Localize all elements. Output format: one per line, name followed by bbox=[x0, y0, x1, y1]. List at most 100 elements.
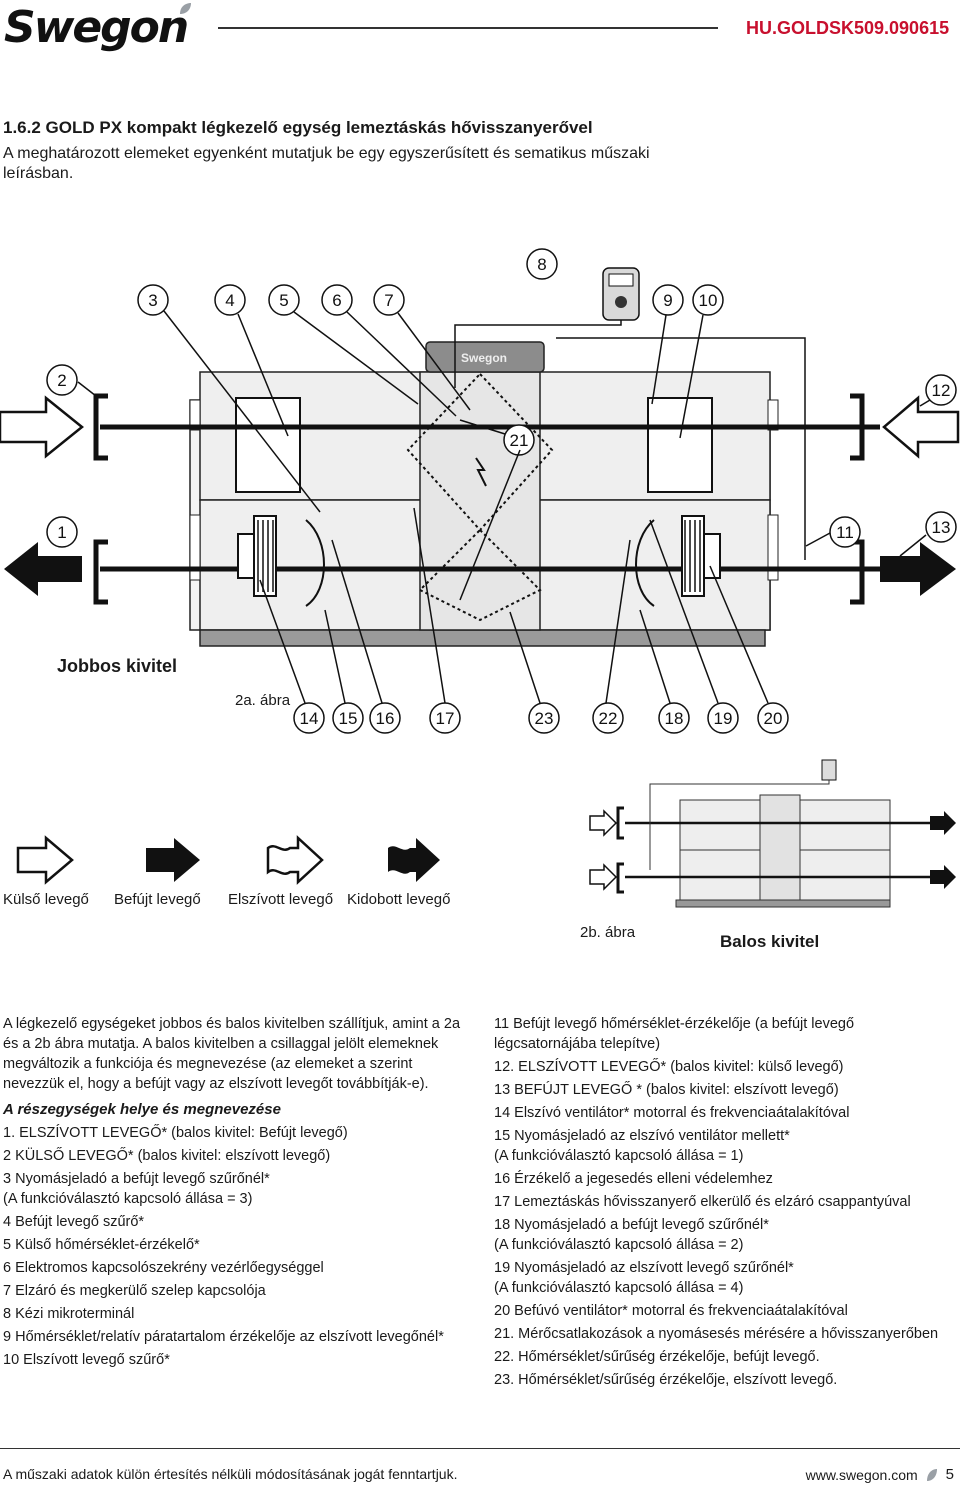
parts-list-item: 5 Külső hőmérséklet-érzékelő* bbox=[3, 1237, 200, 1253]
intro-paragraph: A légkezelő egységeket jobbos és balos k… bbox=[3, 1016, 461, 1092]
section-intro: A meghatározott elemeket egyenként mutat… bbox=[3, 145, 650, 182]
leaf-icon bbox=[180, 3, 191, 14]
svg-text:16: 16 bbox=[376, 709, 395, 728]
callout-19: 19 bbox=[707, 702, 739, 734]
svg-text:10: 10 bbox=[699, 291, 718, 310]
parts-list-item: 23. Hőmérséklet/sűrűség érzékelője, elsz… bbox=[494, 1372, 838, 1388]
callout-15: 15 bbox=[332, 702, 364, 734]
parts-list-item: 15 Nyomásjeladó az elszívó ventilátor me… bbox=[494, 1128, 790, 1164]
svg-text:1: 1 bbox=[57, 523, 66, 542]
footer-right: www.swegon.com 5 bbox=[806, 1466, 954, 1483]
svg-text:20: 20 bbox=[764, 709, 783, 728]
svg-text:21: 21 bbox=[510, 431, 529, 450]
outdoor-air-inlet-icon bbox=[0, 395, 84, 459]
parts-list-item: 10 Elszívott levegő szűrő* bbox=[3, 1352, 170, 1368]
variant-label-right: Jobbos kivitel bbox=[57, 656, 178, 676]
section-title: 1.6.2 GOLD PX kompakt légkezelő egység l… bbox=[3, 118, 593, 137]
figure-label-2b: 2b. ábra bbox=[580, 924, 636, 941]
document-code: HU.GOLDSK509.090615 bbox=[746, 18, 950, 38]
callout-14: 14 bbox=[293, 702, 325, 734]
svg-text:3: 3 bbox=[148, 291, 157, 310]
callout-22: 22 bbox=[592, 702, 624, 734]
svg-text:9: 9 bbox=[663, 291, 672, 310]
parts-list-item: 9 Hőmérséklet/relatív páratartalom érzék… bbox=[3, 1329, 444, 1345]
svg-text:15: 15 bbox=[339, 709, 358, 728]
parts-list-item: 11 Befújt levegő hőmérséklet-érzékelője … bbox=[494, 1016, 855, 1052]
parts-list-item: 7 Elzáró és megkerülő szelep kapcsolója bbox=[3, 1283, 266, 1299]
legend-extract-air-icon bbox=[266, 835, 324, 885]
parts-list-item: 14 Elszívó ventilátor* motorral és frekv… bbox=[494, 1105, 850, 1121]
footer-disclaimer: A műszaki adatok külön értesítés nélküli… bbox=[3, 1466, 458, 1482]
leaf-icon bbox=[926, 1468, 937, 1481]
supply-air-outlet-icon bbox=[880, 542, 956, 596]
svg-text:19: 19 bbox=[714, 709, 733, 728]
unit-brand-label: Swegon bbox=[461, 351, 507, 365]
callout-16: 16 bbox=[369, 702, 401, 734]
extract-air-inlet-icon bbox=[882, 395, 960, 459]
parts-list-item: 2 KÜLSŐ LEVEGŐ* (balos kivitel: elszívot… bbox=[3, 1148, 331, 1164]
parts-list-item: 19 Nyomásjeladó az elszívott levegő szűr… bbox=[494, 1260, 794, 1296]
parts-list-item: 16 Érzékelő a jegesedés elleni védelemhe… bbox=[494, 1171, 773, 1187]
callout-1: 1 bbox=[46, 516, 78, 548]
callout-23: 23 bbox=[528, 702, 560, 734]
parts-list-item: 3 Nyomásjeladó a befújt levegő szűrőnél*… bbox=[3, 1171, 270, 1207]
parts-list-item: 20 Befúvó ventilátor* motorral és frekve… bbox=[494, 1303, 848, 1319]
callout-17: 17 bbox=[429, 702, 461, 734]
unit-diagram-2b bbox=[589, 759, 956, 908]
callout-20: 20 bbox=[757, 702, 789, 734]
callout-8: 8 bbox=[526, 248, 558, 280]
parts-list-item: 1. ELSZÍVOTT LEVEGŐ* (balos kivitel: Bef… bbox=[3, 1125, 348, 1141]
legend-exhaust-air-icon bbox=[388, 838, 440, 882]
parts-list-left: 1. ELSZÍVOTT LEVEGŐ* (balos kivitel: Bef… bbox=[3, 1123, 473, 1370]
callout-13: 13 bbox=[925, 511, 957, 543]
website-link[interactable]: www.swegon.com bbox=[805, 1466, 918, 1483]
callout-2: 2 bbox=[46, 364, 78, 396]
right-text-column: 11 Befújt levegő hőmérséklet-érzékelője … bbox=[494, 1014, 950, 1393]
svg-text:12: 12 bbox=[932, 381, 951, 400]
svg-text:14: 14 bbox=[300, 709, 319, 728]
parts-list-item: 13 BEFÚJT LEVEGŐ * (balos kivitel: elszí… bbox=[494, 1082, 839, 1098]
brand-logo: Swegon bbox=[4, 2, 189, 53]
callout-12: 12 bbox=[925, 374, 957, 406]
parts-list-item: 18 Nyomásjeladó a befújt levegő szűrőnél… bbox=[494, 1217, 769, 1253]
parts-list-item: 8 Kézi mikroterminál bbox=[3, 1306, 135, 1322]
callout-6: 6 bbox=[321, 284, 353, 316]
callout-11: 11 bbox=[829, 516, 861, 548]
variant-label-left: Balos kivitel bbox=[720, 932, 820, 951]
callout-3: 3 bbox=[137, 284, 169, 316]
legend-supply-air-icon bbox=[146, 838, 200, 882]
svg-text:13: 13 bbox=[932, 518, 951, 537]
callout-9: 9 bbox=[652, 284, 684, 316]
parts-heading: A részegységek helye és megnevezése bbox=[3, 1101, 281, 1118]
callout-4: 4 bbox=[214, 284, 246, 316]
header-rule bbox=[218, 27, 718, 29]
svg-text:18: 18 bbox=[665, 709, 684, 728]
page-number: 5 bbox=[945, 1466, 954, 1483]
svg-text:11: 11 bbox=[836, 523, 854, 542]
svg-text:2: 2 bbox=[57, 371, 66, 390]
callout-21: 21 bbox=[503, 424, 535, 456]
callout-10: 10 bbox=[692, 284, 724, 316]
parts-list-right: 11 Befújt levegő hőmérséklet-érzékelője … bbox=[494, 1014, 950, 1390]
schematic-diagram: Swegon 8 3 4 5 6 7 9 10 2 12 bbox=[0, 248, 960, 908]
svg-text:6: 6 bbox=[332, 291, 341, 310]
legend-outdoor-air-label: Külső levegő bbox=[3, 891, 89, 908]
callout-5: 5 bbox=[268, 284, 300, 316]
legend-outdoor-air-icon bbox=[16, 835, 74, 885]
legend-exhaust-air-label: Kidobott levegő bbox=[347, 891, 451, 908]
svg-text:22: 22 bbox=[599, 709, 618, 728]
legend-supply-air-label: Befújt levegő bbox=[114, 891, 201, 908]
legend-extract-air-label: Elszívott levegő bbox=[228, 891, 334, 908]
svg-text:4: 4 bbox=[225, 291, 234, 310]
parts-list-item: 12. ELSZÍVOTT LEVEGŐ* (balos kivitel: kü… bbox=[494, 1059, 844, 1075]
parts-list-item: 4 Befújt levegő szűrő* bbox=[3, 1214, 145, 1230]
footer-rule bbox=[0, 1448, 960, 1449]
parts-list-item: 22. Hőmérséklet/sűrűség érzékelője, befú… bbox=[494, 1349, 820, 1365]
callout-7: 7 bbox=[373, 284, 405, 316]
figure-label-2a: 2a. ábra bbox=[235, 692, 291, 709]
parts-list-item: 21. Mérőcsatlakozások a nyomásesés mérés… bbox=[494, 1326, 939, 1342]
svg-text:17: 17 bbox=[436, 709, 455, 728]
parts-list-item: 17 Lemeztáskás hővisszanyerő elkerülő és… bbox=[494, 1194, 911, 1210]
left-text-column: A légkezelő egységeket jobbos és balos k… bbox=[3, 1014, 473, 1373]
callout-18: 18 bbox=[658, 702, 690, 734]
